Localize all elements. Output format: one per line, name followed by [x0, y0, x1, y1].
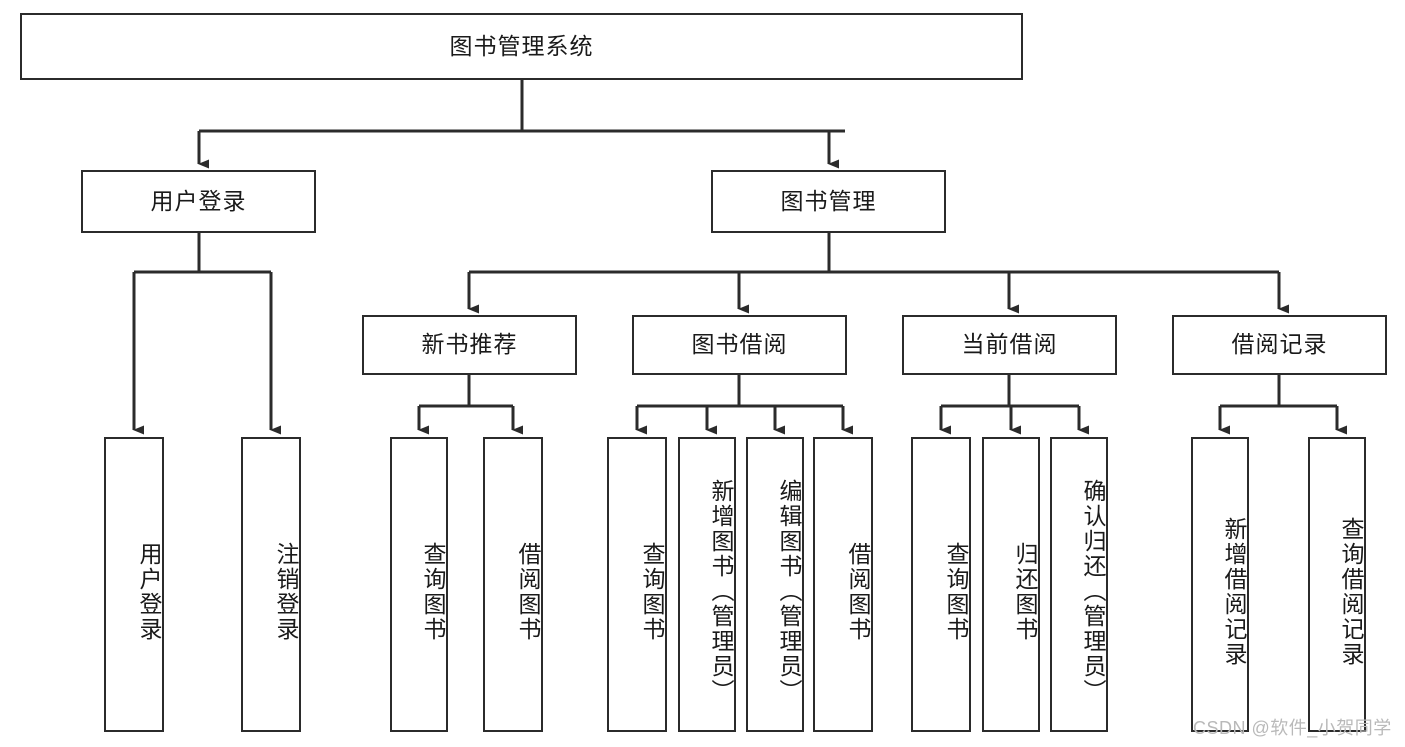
leaf-return-book[interactable]: 归还图书: [982, 437, 1040, 732]
node-label: 查询借阅记录: [1338, 516, 1364, 667]
node-label: 图书管理系统: [449, 32, 594, 59]
node-label: 归还图书: [1012, 541, 1038, 642]
node-label: 用户登录: [150, 187, 247, 214]
leaf-query-book-rec[interactable]: 查询图书: [390, 437, 448, 732]
node-label: 借阅记录: [1231, 331, 1328, 358]
node-book-borrowing[interactable]: 图书借阅: [632, 315, 847, 375]
node-current-borrowing[interactable]: 当前借阅: [902, 315, 1117, 375]
leaf-edit-book-admin[interactable]: 编辑图书（管理员）: [746, 437, 804, 732]
node-label: 图书借阅: [691, 331, 788, 358]
node-label: 注销登录: [273, 541, 299, 642]
node-label: 新增图书（管理员）: [708, 479, 734, 704]
leaf-query-book-borrow[interactable]: 查询图书: [607, 437, 667, 732]
node-label: 借阅图书: [845, 541, 871, 642]
node-borrowing-record[interactable]: 借阅记录: [1172, 315, 1387, 375]
node-label: 新书推荐: [421, 331, 518, 358]
leaf-query-book-current[interactable]: 查询图书: [911, 437, 971, 732]
node-label: 新增借阅记录: [1221, 516, 1247, 667]
leaf-borrow-book[interactable]: 借阅图书: [813, 437, 873, 732]
csdn-watermark: CSDN @软件_小贺同学: [1193, 718, 1392, 738]
node-label: 查询图书: [420, 541, 446, 642]
leaf-add-book-admin[interactable]: 新增图书（管理员）: [678, 437, 736, 732]
node-user-login[interactable]: 用户登录: [81, 170, 316, 233]
node-root-book-management-system[interactable]: 图书管理系统: [20, 13, 1023, 80]
leaf-logout[interactable]: 注销登录: [241, 437, 301, 732]
node-label: 用户登录: [136, 541, 162, 642]
node-label: 查询图书: [639, 541, 665, 642]
node-label: 查询图书: [943, 541, 969, 642]
node-label: 确认归还（管理员）: [1080, 479, 1106, 704]
leaf-query-borrow-record[interactable]: 查询借阅记录: [1308, 437, 1366, 732]
leaf-add-borrow-record[interactable]: 新增借阅记录: [1191, 437, 1249, 732]
node-label: 借阅图书: [515, 541, 541, 642]
node-book-management[interactable]: 图书管理: [711, 170, 946, 233]
leaf-user-login[interactable]: 用户登录: [104, 437, 164, 732]
node-new-book-recommendation[interactable]: 新书推荐: [362, 315, 577, 375]
leaf-confirm-return-admin[interactable]: 确认归还（管理员）: [1050, 437, 1108, 732]
node-label: 编辑图书（管理员）: [776, 479, 802, 704]
node-label: 当前借阅: [961, 331, 1058, 358]
leaf-borrow-book-rec[interactable]: 借阅图书: [483, 437, 543, 732]
node-label: 图书管理: [780, 187, 877, 214]
